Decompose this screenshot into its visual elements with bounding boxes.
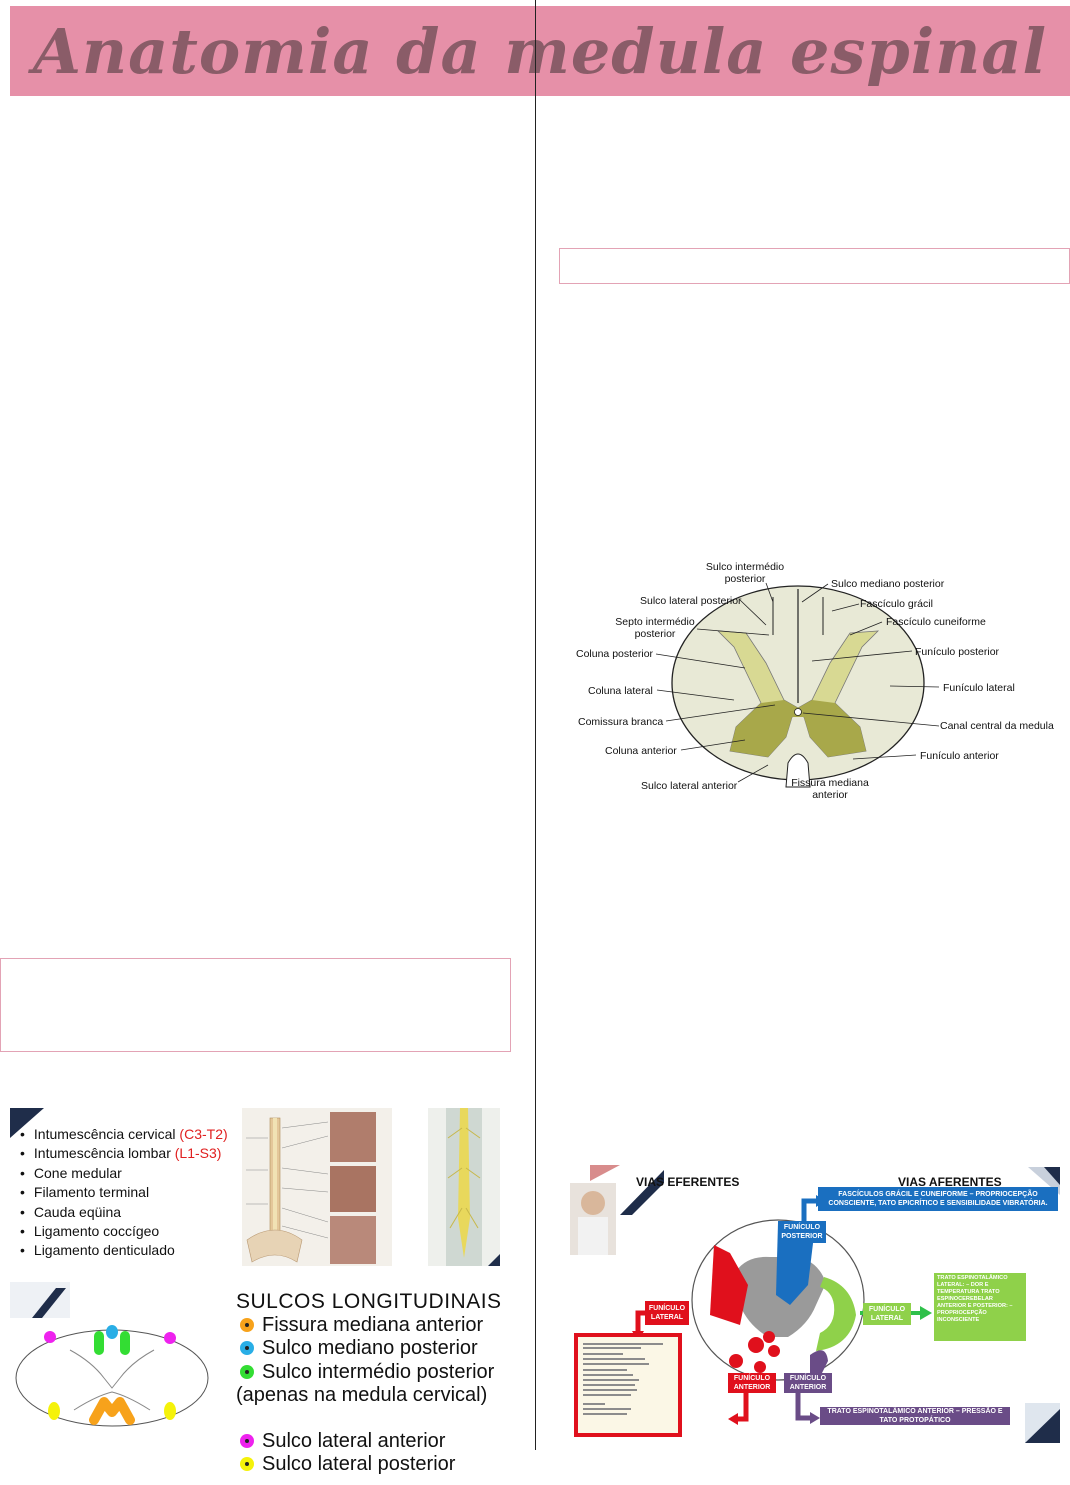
funiculo-anterior-purple-tag: FUNÍCULO ANTERIOR xyxy=(784,1373,832,1393)
list-item: Sulco lateral posterior xyxy=(236,1453,502,1477)
structures-slide xyxy=(10,1108,500,1268)
list-item: Sulco intermédio posterior xyxy=(236,1361,502,1385)
vias-aferentes-title: VIAS AFERENTES xyxy=(898,1175,1002,1189)
label-septo-intermedio-posterior: Septo intermédio posterior xyxy=(615,616,695,640)
purple-tract-box: TRATO ESPINOTALÂMICO ANTERIOR – PRESSÃO … xyxy=(820,1407,1010,1425)
spinal-cord-photo xyxy=(428,1108,500,1266)
cross-section-figure: Sulco intermédio posterior Sulco mediano… xyxy=(570,555,1070,805)
list-item: (apenas na medula cervical) xyxy=(236,1384,488,1406)
page-title: Anatomia da medula espinal xyxy=(32,14,1048,88)
funiculo-anterior-red-tag: FUNÍCULO ANTERIOR xyxy=(728,1373,776,1393)
slide-corner-decoration xyxy=(10,1282,70,1318)
list-item: Sulco mediano posterior xyxy=(236,1337,502,1361)
funiculo-lateral-left-tag: FUNÍCULO LATERAL xyxy=(645,1301,689,1325)
legend-text-lines xyxy=(583,1343,663,1415)
gracil-cuneiforme-box: FASCÍCULOS GRÁCIL E CUNEIFORME – PROPRIO… xyxy=(818,1187,1058,1211)
green-tracts-box: TRATO ESPINOTALÂMICO LATERAL: – DOR E TE… xyxy=(934,1273,1026,1341)
label-funiculo-posterior: Funículo posterior xyxy=(915,646,1000,658)
sulcos-cross-section-sketch xyxy=(15,1325,209,1427)
list-item: Sulco lateral anterior xyxy=(236,1430,502,1454)
list-item: Filamento terminal xyxy=(20,1183,228,1202)
tracts-slide: VIAS EFERENTES VIAS AFERENTES FASCÍCULOS… xyxy=(570,1165,1060,1443)
title-banner: Anatomia da medula espinal xyxy=(10,6,1070,96)
list-item: Intumescência lombar (L1-S3) xyxy=(20,1144,228,1163)
yellow-dot-icon xyxy=(240,1457,254,1471)
label-coluna-posterior: Coluna posterior xyxy=(576,648,654,660)
list-item: Fissura mediana anterior xyxy=(236,1314,502,1338)
slide-decorations xyxy=(570,1165,1060,1443)
magenta-dot-icon xyxy=(240,1433,254,1448)
sulcos-legend: SULCOS LONGITUDINAIS Fissura mediana ant… xyxy=(236,1290,502,1477)
funiculo-lateral-right-tag: FUNÍCULO LATERAL xyxy=(863,1303,911,1325)
list-item: Intumescência cervical (C3-T2) xyxy=(20,1125,228,1144)
label-coluna-anterior: Coluna anterior xyxy=(605,745,677,757)
list-item: Cauda eqüina xyxy=(20,1203,228,1222)
label-funiculo-lateral: Funículo lateral xyxy=(943,682,1015,694)
label-comissura-branca: Comissura branca xyxy=(578,716,664,728)
label-fasciculo-cuneiforme: Fascículo cuneiforme xyxy=(886,616,986,628)
orange-dot-icon xyxy=(240,1317,254,1332)
vias-eferentes-title: VIAS EFERENTES xyxy=(636,1175,740,1189)
slide-corner-decoration xyxy=(10,1108,44,1138)
column-divider xyxy=(535,0,536,1450)
legend-box xyxy=(574,1333,682,1437)
label-funiculo-anterior: Funículo anterior xyxy=(920,750,999,762)
label-sulco-mediano-posterior: Sulco mediano posterior xyxy=(831,578,945,590)
label-canal-central: Canal central da medula xyxy=(940,720,1054,732)
spinal-cord-dorsal-view xyxy=(446,1108,500,1266)
structures-list: Intumescência cervical (C3-T2) Intumescê… xyxy=(20,1125,228,1261)
sulcos-slide xyxy=(10,1282,500,1482)
list-item: Ligamento coccígeo xyxy=(20,1222,228,1241)
list-item: Ligamento denticulado xyxy=(20,1241,228,1260)
blue-dot-icon xyxy=(240,1341,254,1355)
spine-diagram-image xyxy=(242,1108,392,1266)
label-fissura-mediana-anterior: Fissura mediana anterior xyxy=(791,777,869,801)
label-fasciculo-gracil: Fascículo grácil xyxy=(860,598,933,610)
sulcos-heading: SULCOS LONGITUDINAIS xyxy=(236,1290,502,1313)
spinal-cord-cross-section xyxy=(655,582,940,788)
note-box-right xyxy=(559,248,1070,284)
label-coluna-lateral: Coluna lateral xyxy=(588,685,653,697)
list-item: Cone medular xyxy=(20,1164,228,1183)
label-sulco-lateral-posterior: Sulco lateral posterior xyxy=(640,595,742,607)
note-box-left xyxy=(0,958,511,1052)
green-dot-icon xyxy=(240,1364,254,1379)
label-sulco-intermedio-posterior: Sulco intermédio posterior xyxy=(705,561,785,585)
funiculo-posterior-tag: FUNÍCULO POSTERIOR xyxy=(778,1221,826,1243)
spine-illustration xyxy=(246,1112,376,1264)
label-sulco-lateral-anterior: Sulco lateral anterior xyxy=(641,780,738,792)
